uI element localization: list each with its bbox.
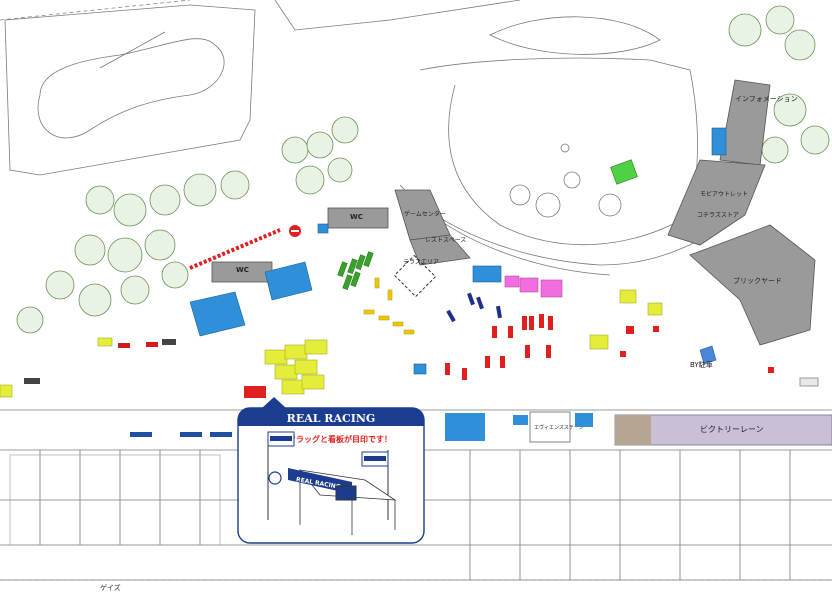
by-label: BY駐車	[690, 360, 713, 369]
wc-label-1: WC	[350, 213, 363, 221]
info-label: インフォメーション	[735, 95, 798, 103]
stage-blue-2	[513, 415, 528, 425]
stage-area	[529, 411, 571, 443]
logo-circle	[268, 471, 282, 485]
mobility-label: モビアウトレット	[700, 190, 748, 198]
vehicles	[24, 339, 819, 387]
blue-stripe-1	[130, 432, 152, 437]
game-center-label: ゲームセンター	[404, 210, 446, 218]
rest-space-label: レストスペース	[425, 237, 466, 244]
blue-stripe-3	[210, 432, 232, 437]
tent-side-panel	[335, 485, 357, 501]
green-tents	[337, 159, 638, 290]
circuit-track	[0, 0, 256, 176]
rest-space	[409, 234, 471, 266]
red-tents	[244, 314, 774, 398]
magenta-tents	[504, 275, 563, 298]
buildings	[211, 79, 816, 346]
stage-label: エヴィエンスステージ	[534, 424, 584, 431]
victory-lane-brown	[615, 415, 651, 445]
red-barrier	[189, 228, 281, 270]
yellow-tents	[0, 277, 663, 398]
terrace-area	[393, 254, 437, 298]
terrace-label: テラスエリア	[403, 259, 439, 266]
gate-label: ゲイズ	[100, 583, 121, 592]
wc-label-2: WC	[236, 266, 249, 274]
real-racing-callout: REAL RACING フラッグと看板が目印です！ REAL RACING	[237, 397, 425, 544]
brickyard-label: ブリックヤード	[733, 276, 782, 285]
stage-blue-3	[575, 413, 593, 427]
stage-blue-1	[445, 413, 485, 441]
trees	[16, 5, 830, 334]
collections-label: コチラズストア	[697, 211, 739, 219]
victory-lane-label: ビクトリーレーン	[700, 425, 764, 434]
navy-tents	[446, 292, 503, 323]
real-racing-title: REAL RACING	[287, 412, 376, 425]
wc-building-1	[327, 207, 389, 229]
blue-stripe-2	[180, 432, 202, 437]
flag-sign-caption: フラッグと看板が目印です！	[288, 434, 392, 444]
blue-tents	[189, 127, 727, 375]
brickyard-building	[689, 224, 816, 346]
shops-building	[667, 159, 766, 246]
